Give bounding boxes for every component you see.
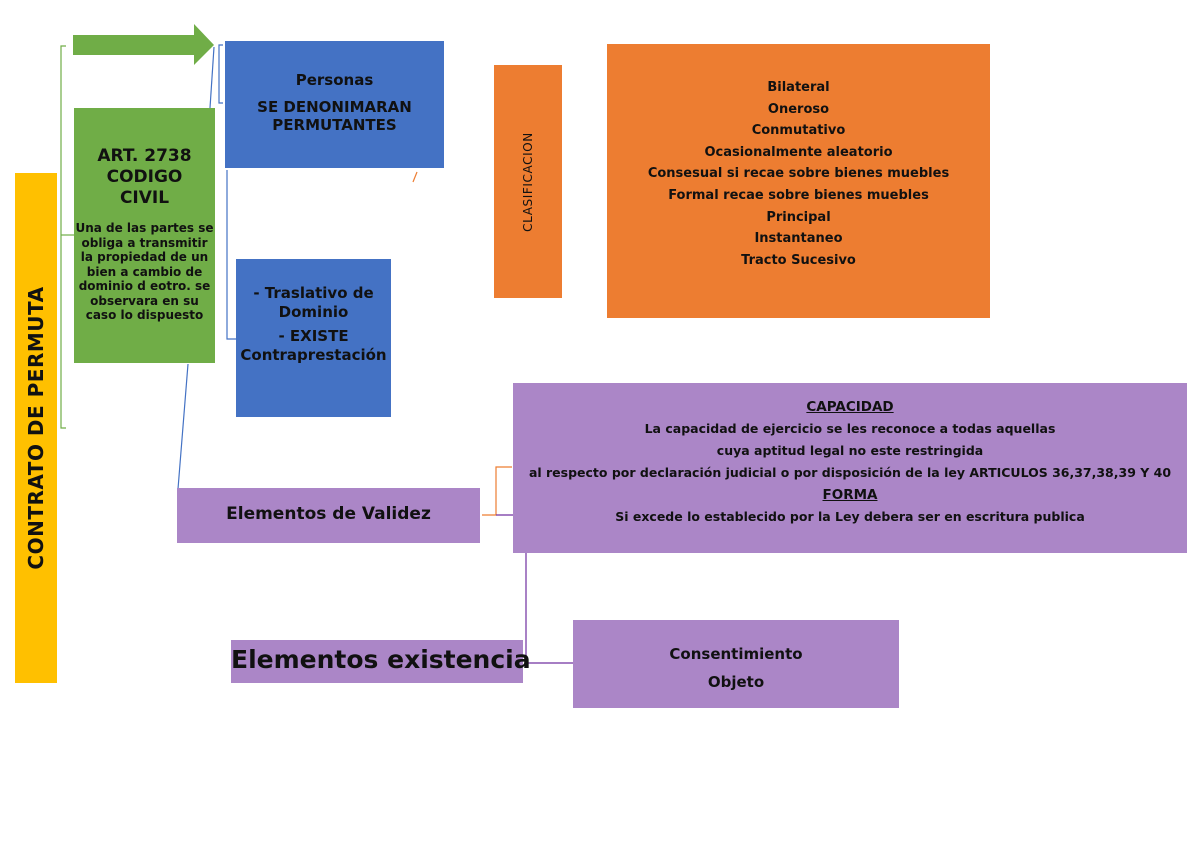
connector-article-to-validez xyxy=(177,363,189,490)
article-title-line: CODIGO xyxy=(106,167,183,187)
connector-personas-bracket xyxy=(218,44,223,104)
classification-item: Conmutativo xyxy=(751,123,846,139)
existence-box: Elementos existencia xyxy=(231,640,531,683)
article-title: ART. 2738 CODIGO CIVIL xyxy=(74,146,215,209)
existence-item: Objeto xyxy=(707,673,765,691)
form-text: Si excede lo establecido por la Ley debe… xyxy=(615,509,1085,524)
existence-items-box: Consentimiento Objeto xyxy=(573,620,899,708)
form-heading: FORMA xyxy=(822,487,878,503)
capacity-line: al respecto por declaración judicial o p… xyxy=(528,465,1172,480)
capacity-line: La capacidad de ejercicio se les reconoc… xyxy=(644,421,1056,436)
connector-title-bracket xyxy=(60,45,66,429)
arrow-icon xyxy=(73,24,214,65)
existence-item: Consentimiento xyxy=(669,645,803,663)
characteristics-box: - Traslativo de Dominio - EXISTE Contrap… xyxy=(236,259,391,417)
article-box: ART. 2738 CODIGO CIVIL Una de las partes… xyxy=(74,108,215,363)
personas-description: SE DENONIMARAN PERMUTANTES xyxy=(257,98,412,134)
classification-item: Instantaneo xyxy=(754,231,843,247)
article-description: Una de las partes se obliga a transmitir… xyxy=(75,221,214,322)
classification-label: CLASIFICACION xyxy=(521,131,535,232)
classification-item: Principal xyxy=(766,209,831,225)
classification-label-box: CLASIFICACION xyxy=(494,65,562,298)
capacity-heading: CAPACIDAD xyxy=(806,399,894,415)
characteristic-traslativo: - Traslativo de Dominio xyxy=(253,284,374,321)
connector-arrow-to-article xyxy=(209,46,215,109)
article-title-line: CIVIL xyxy=(119,188,170,208)
diagram-title: CONTRATO DE PERMUTA xyxy=(24,286,48,570)
connector-orange-tick xyxy=(412,171,418,183)
personas-label: Personas xyxy=(295,71,374,89)
personas-box: Personas SE DENONIMARAN PERMUTANTES xyxy=(225,41,444,168)
classification-item: Consesual si recae sobre bienes muebles xyxy=(647,166,950,182)
classification-item: Bilateral xyxy=(767,80,830,95)
classification-item: Oneroso xyxy=(767,101,830,117)
validity-detail-box: CAPACIDAD La capacidad de ejercicio se l… xyxy=(513,383,1187,553)
validity-box: Elementos de Validez xyxy=(177,488,480,543)
connector-validez-to-detail xyxy=(482,466,512,516)
capacity-line: cuya aptitud legal no este restringida xyxy=(716,443,984,458)
title-bar: CONTRATO DE PERMUTA xyxy=(15,173,57,683)
article-title-line: ART. 2738 xyxy=(97,146,192,166)
characteristic-contraprestacion: - EXISTE Contraprestación xyxy=(240,327,387,364)
connector-personas-to-traits xyxy=(226,170,236,340)
classification-item: Ocasionalmente aleatorio xyxy=(704,144,893,160)
classification-item: Tracto Sucesivo xyxy=(741,252,856,268)
classification-list: Bilateral Oneroso Conmutativo Ocasionalm… xyxy=(607,44,990,318)
classification-item: Formal recae sobre bienes muebles xyxy=(668,187,929,203)
